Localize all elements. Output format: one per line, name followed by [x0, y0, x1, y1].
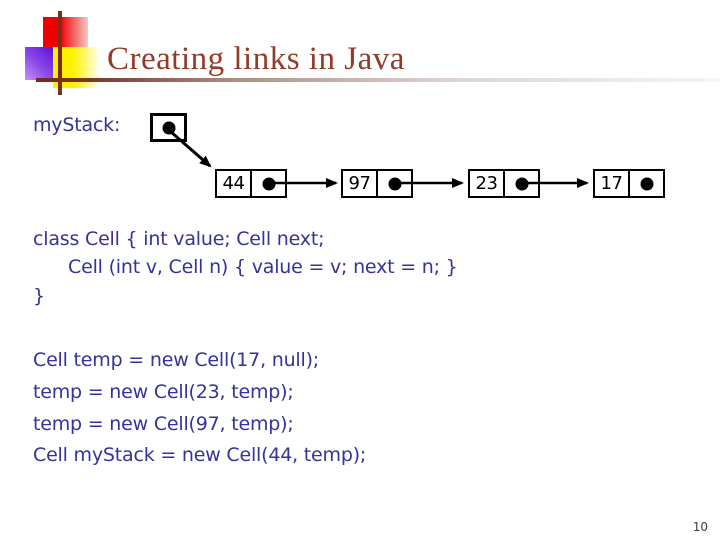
- page-number: 10: [692, 520, 708, 534]
- cell-next-pointer: [505, 171, 538, 196]
- code-line: }: [33, 285, 45, 307]
- cell-value: 23: [470, 171, 505, 196]
- pointer-dot-icon: [640, 177, 653, 190]
- stack-pointer-box: [150, 113, 187, 142]
- cell-next-pointer: [630, 171, 663, 196]
- pointer-dot-icon: [515, 177, 528, 190]
- list-cell: 23: [468, 169, 540, 198]
- list-cell: 97: [341, 169, 413, 198]
- code-line: temp = new Cell(97, temp);: [33, 413, 294, 435]
- code-line: Cell temp = new Cell(17, null);: [33, 349, 320, 371]
- list-cell: 17: [593, 169, 665, 198]
- cell-next-pointer: [378, 171, 411, 196]
- stack-variable-label: myStack:: [33, 114, 121, 136]
- title-underline-rule: [36, 78, 720, 82]
- list-cell: 44: [215, 169, 287, 198]
- code-line: temp = new Cell(23, temp);: [33, 381, 294, 403]
- cell-value: 44: [217, 171, 252, 196]
- slide-title: Creating links in Java: [107, 41, 405, 77]
- pointer-dot-icon: [388, 177, 401, 190]
- pointer-dot-icon: [162, 121, 175, 134]
- logo-purple-square: [25, 47, 54, 80]
- code-line: Cell (int v, Cell n) { value = v; next =…: [33, 256, 458, 278]
- pointer-dot-icon: [262, 177, 275, 190]
- cell-next-pointer: [252, 171, 285, 196]
- cell-value: 17: [595, 171, 630, 196]
- code-line: Cell myStack = new Cell(44, temp);: [33, 444, 367, 466]
- logo-red-square: [43, 17, 88, 48]
- logo-vertical-line: [58, 11, 62, 95]
- cell-value: 97: [343, 171, 378, 196]
- code-line: class Cell { int value; Cell next;: [33, 228, 325, 250]
